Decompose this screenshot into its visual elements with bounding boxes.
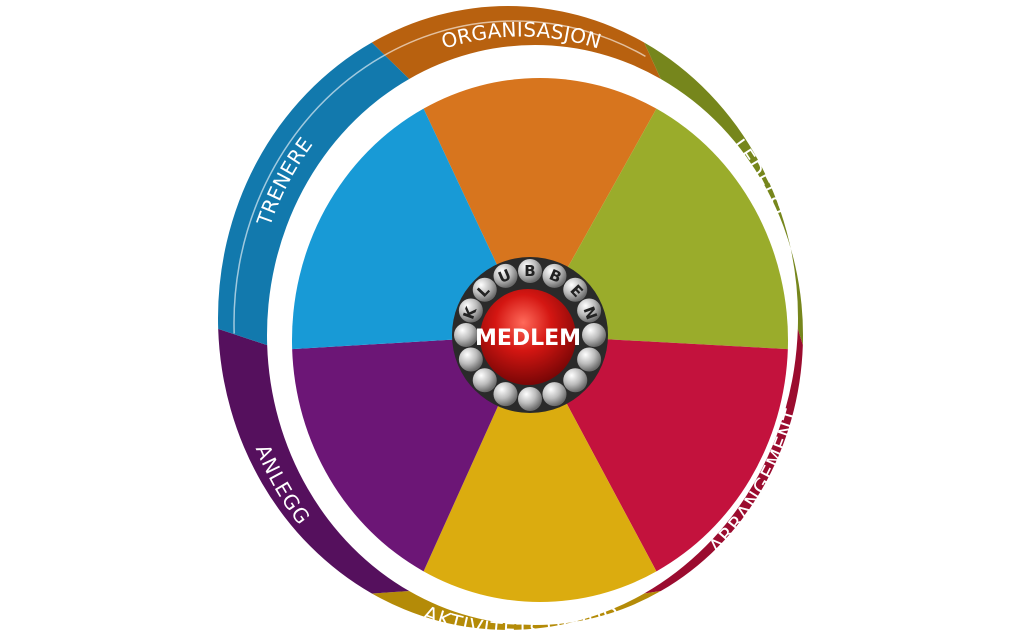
ring-ball <box>493 382 518 407</box>
wheel-band <box>233 20 646 334</box>
ring-ball <box>518 387 542 411</box>
ring-ball <box>458 298 483 323</box>
wheel-rim <box>218 6 803 630</box>
ring-ball <box>577 298 602 323</box>
ring-ball <box>577 347 602 372</box>
rim-aktivitetstilbud <box>371 591 661 630</box>
ring-ball <box>472 277 497 302</box>
rim-trenere <box>218 42 410 346</box>
ring-letter: N <box>580 304 601 322</box>
ring-ball <box>563 277 588 302</box>
medlem-circle <box>480 289 576 385</box>
ring-ball <box>542 263 567 288</box>
ring-ball <box>454 323 478 347</box>
ring-ball <box>472 368 497 393</box>
slice-organisasjon <box>423 78 657 336</box>
label-aktivitetstilbud: AKTIVITETSTILBUD <box>420 601 622 643</box>
ring-ball <box>563 368 588 393</box>
rim-arrangement <box>644 328 803 594</box>
rim-anlegg <box>218 328 410 594</box>
rim-ledelse <box>644 42 803 346</box>
slice-aktivitetstilbud <box>423 335 657 602</box>
rim-highlight-line <box>233 20 646 334</box>
slice-ledelse <box>530 108 788 350</box>
ring-ball <box>493 263 518 288</box>
ring-ball <box>518 259 542 283</box>
ring-letter: B <box>524 262 535 280</box>
ring-ball <box>458 347 483 372</box>
medlem-label: MEDLEM <box>475 326 581 351</box>
slice-arrangement <box>530 335 788 572</box>
rim-organisasjon <box>371 6 661 79</box>
slice-anlegg <box>292 335 530 572</box>
ring-ball <box>542 382 567 407</box>
ring-ball <box>582 323 606 347</box>
